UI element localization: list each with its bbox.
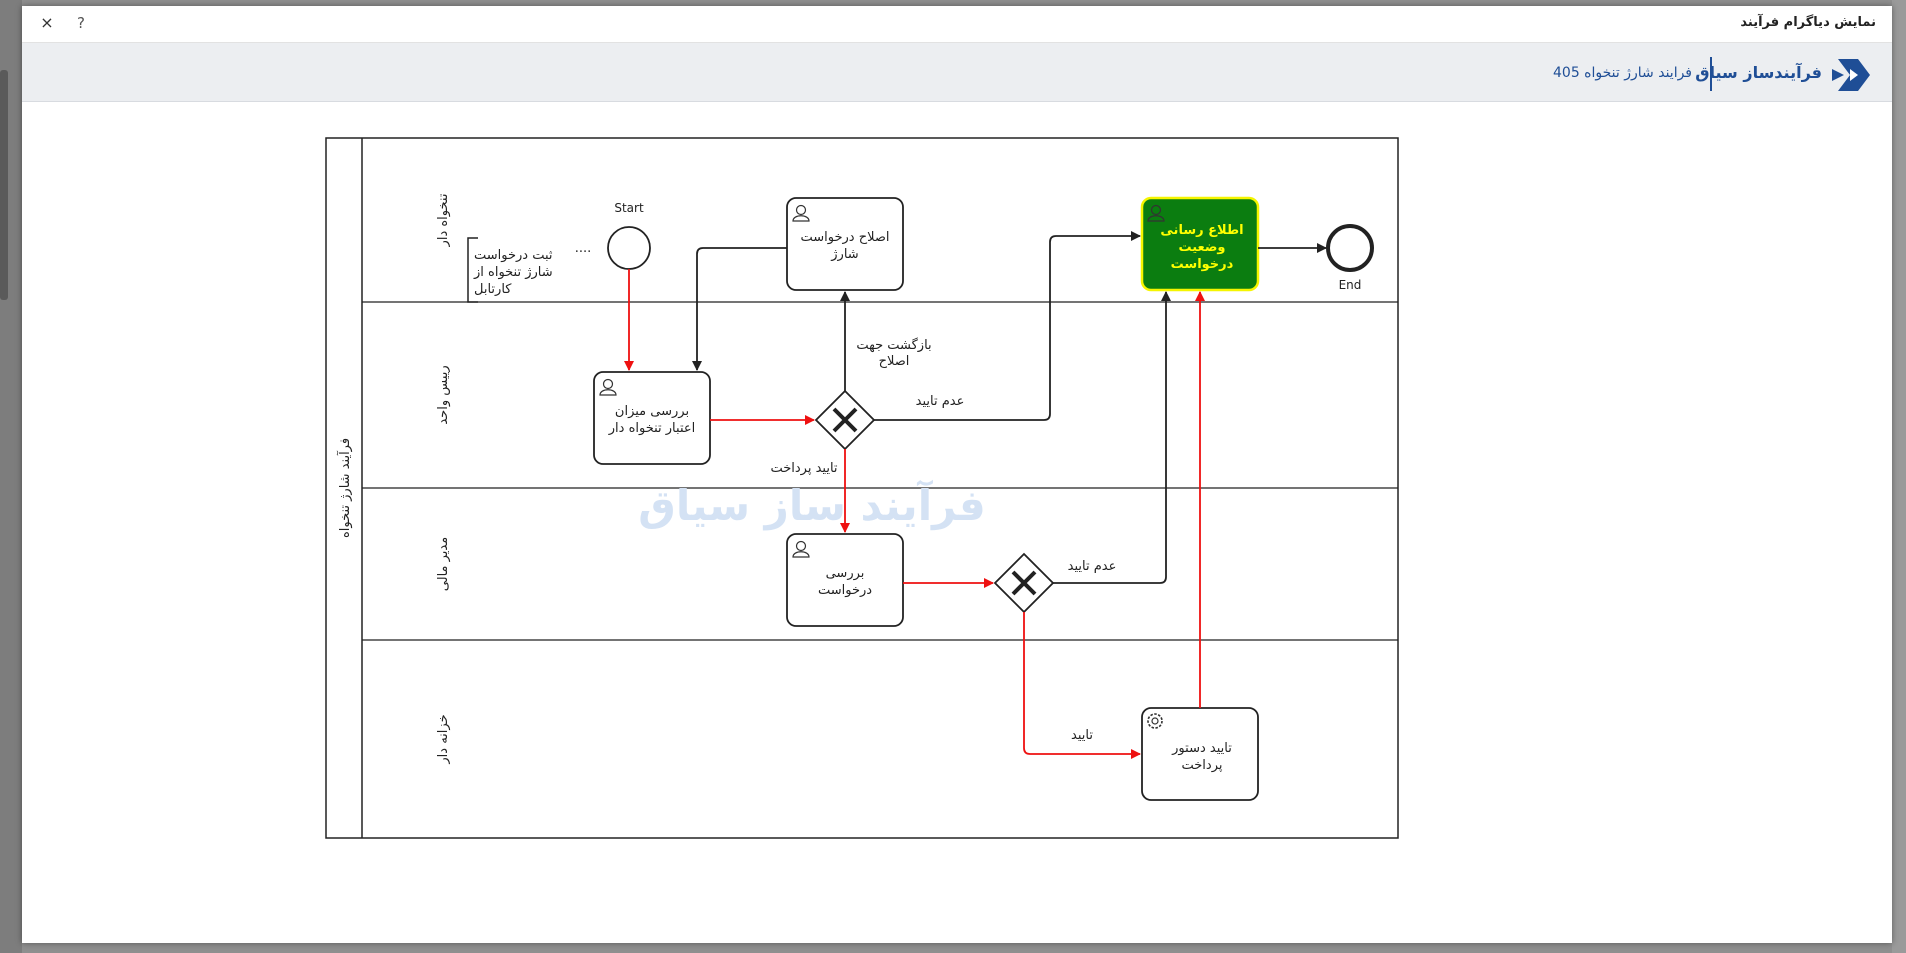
task-notify-status-line-1: اطلاع رسانی	[1160, 223, 1243, 238]
flow-label-reject-1: عدم تایید	[916, 394, 965, 409]
task-approve-payment-line-2: پرداخت	[1182, 758, 1223, 773]
task-review-request-line-1: بررسی	[826, 566, 865, 581]
background-sidebar	[0, 0, 22, 953]
process-diagram-dialog: نمایش دیاگرام فرآیند × ? فرآیندساز سیاق …	[22, 6, 1892, 943]
task-review-credit-line-1: بررسی میزان	[615, 404, 689, 419]
help-button[interactable]: ?	[77, 14, 85, 32]
annotation-line-1: ثبت درخواست	[474, 248, 553, 263]
pool-label: فرآیند شارژ تنخواه	[336, 438, 353, 538]
header-divider	[1710, 57, 1712, 91]
bpmn-diagram: فرآیند شارژ تنخواه تنخواه دار رییس واحد …	[325, 137, 1399, 839]
lane-label-4: خزانه دار	[436, 714, 451, 764]
flow-label-return-line-1: بازگشت جهت	[856, 337, 931, 353]
brand-name: فرآیندساز سیاق	[1695, 63, 1822, 82]
lane-label-1: تنخواه دار	[436, 193, 451, 247]
end-event[interactable]	[1326, 224, 1374, 272]
flow-reject-2	[1053, 291, 1171, 584]
flow-fix-to-review	[692, 247, 787, 371]
task-review-credit-line-2: اعتبار تنخواه دار	[608, 421, 695, 436]
task-fix-request[interactable]: اصلاح درخواست شارژ	[786, 197, 904, 291]
background-toolbar	[1892, 0, 1906, 953]
task-fix-request-line-1: اصلاح درخواست	[800, 230, 889, 245]
task-notify-status-line-3: درخواست	[1171, 257, 1234, 272]
diagram-canvas: فرآیند شارژ تنخواه تنخواه دار رییس واحد …	[22, 102, 1892, 943]
flow-approve	[1023, 612, 1141, 759]
task-fix-request-line-2: شارژ	[830, 247, 858, 262]
task-approve-payment[interactable]: تایید دستور پرداخت	[1141, 707, 1259, 801]
task-notify-status[interactable]: اطلاع رسانی وضعیت درخواست	[1140, 196, 1260, 292]
watermark: فرآیند ساز سیاق	[638, 480, 985, 531]
dialog-title: نمایش دیاگرام فرآیند	[1740, 15, 1876, 30]
annotation-association: ....	[575, 241, 592, 256]
annotation-bracket	[467, 237, 478, 303]
annotation-line-2: شارژ تنخواه از	[473, 265, 553, 280]
start-event[interactable]	[607, 226, 651, 270]
brand-logo-icon	[1832, 59, 1870, 91]
diagram-header: فرآیندساز سیاق فرایند شارژ تنخواه 405	[22, 43, 1892, 102]
task-approve-payment-line-1: تایید دستور	[1171, 741, 1232, 756]
close-button[interactable]: ×	[40, 13, 54, 32]
flow-label-reject-2: عدم تایید	[1068, 559, 1117, 574]
end-label: End	[1339, 278, 1362, 292]
background-scrollbar	[0, 70, 8, 300]
task-notify-status-line-2: وضعیت	[1178, 240, 1225, 255]
flow-label-approve-payment: تایید پرداخت	[770, 461, 837, 476]
annotation-line-3: کارتابل	[474, 282, 512, 297]
task-review-request[interactable]: بررسی درخواست	[786, 533, 904, 627]
lane-label-3: مدیر مالی	[436, 537, 451, 591]
task-review-request-line-2: درخواست	[818, 583, 872, 598]
task-review-credit[interactable]: بررسی میزان اعتبار تنخواه دار	[593, 371, 711, 465]
dialog-titlebar: نمایش دیاگرام فرآیند × ?	[22, 6, 1892, 43]
flow-label-return-line-2: اصلاح	[879, 354, 910, 369]
flow-label-approve: تایید	[1071, 728, 1093, 743]
lane-label-2: رییس واحد	[436, 365, 451, 424]
gear-icon	[1147, 713, 1163, 729]
start-label: Start	[614, 201, 644, 215]
flow-reject-1	[874, 231, 1141, 421]
process-name: فرایند شارژ تنخواه 405	[1553, 65, 1692, 81]
